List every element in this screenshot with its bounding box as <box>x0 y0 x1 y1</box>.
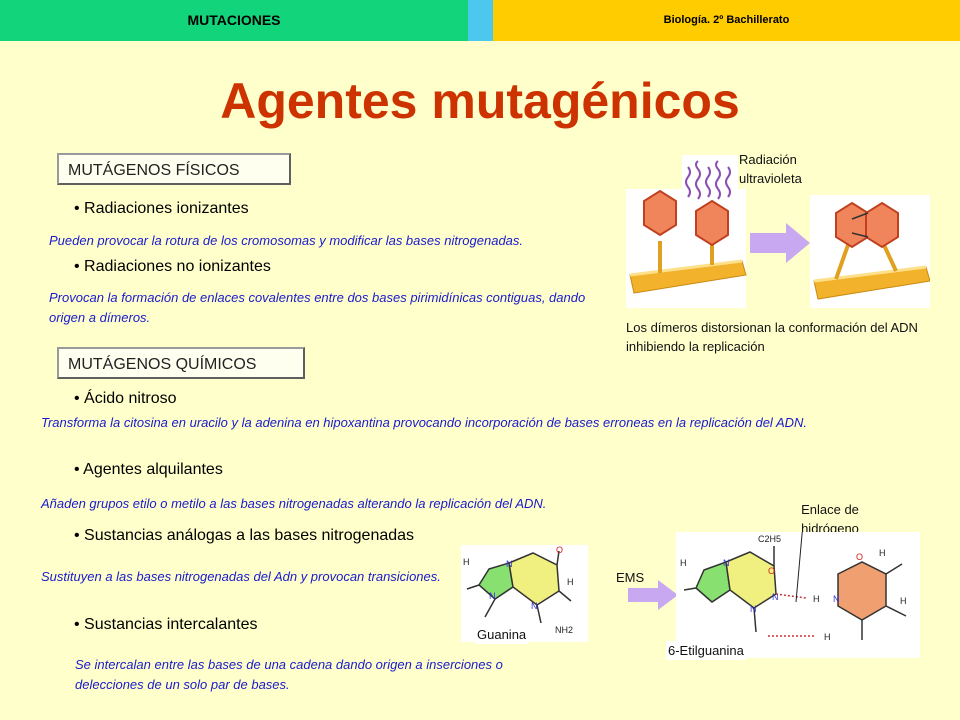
bullet-ionizing: • Radiaciones ionizantes <box>74 200 249 217</box>
bullet-nitrous-acid: • Ácido nitroso <box>74 390 177 407</box>
thymine-ring <box>837 561 887 621</box>
guanine-label: Guanina <box>475 625 529 644</box>
ethylguanine-figure: C2H5 O H N N N H H O N H H <box>676 532 920 658</box>
bullet-intercalating: • Sustancias intercalantes <box>74 616 258 633</box>
header-topic: MUTACIONES <box>187 12 281 28</box>
pyrimidine-left <box>643 189 677 237</box>
desc-ionizing: Pueden provocar la rotura de los cromoso… <box>49 233 524 248</box>
bullet-base-analogs: • Sustancias análogas a las bases nitrog… <box>74 527 415 544</box>
dimer-base-right <box>865 201 899 249</box>
page-title: Agentes mutagénicos <box>220 73 740 129</box>
desc-alkylating: Añaden grupos etilo o metilo a las bases… <box>41 496 547 511</box>
thymine-h-atom-2: H <box>900 596 907 606</box>
physical-mutagens-heading: MUTÁGENOS FÍSICOS <box>57 153 291 185</box>
bullet-non-ionizing: • Radiaciones no ionizantes <box>74 258 271 275</box>
thymine-h-atom: H <box>879 548 886 558</box>
desc-intercalating: Se intercalan entre las bases de una cad… <box>75 657 503 692</box>
desc-non-ionizing: Provocan la formación de enlaces covalen… <box>49 290 586 325</box>
ems-arrow <box>628 580 678 610</box>
header-topic-bar <box>0 0 468 41</box>
hbond-h-atom: H <box>813 594 820 604</box>
dna-backbone-before <box>629 259 747 294</box>
thymine-oxygen-atom: O <box>856 552 863 562</box>
desc-nitrous-acid: Transforma la citosina en uracilo y la a… <box>41 415 808 430</box>
uv-radiation-label: Radiación ultravioleta <box>739 152 802 186</box>
thymine-n-atom: N <box>833 594 840 604</box>
dimer-base-left <box>835 201 869 249</box>
guanine-h-atom: H <box>463 557 470 567</box>
guanine-n-atom-2: N <box>489 591 496 601</box>
ethylguanine-label: 6-Etilguanina <box>666 641 746 660</box>
ems-label: EMS <box>616 570 645 585</box>
transform-arrow <box>750 223 810 263</box>
desc-base-analogs: Sustituyen a las bases nitrogenadas del … <box>41 569 441 584</box>
ethylguanine-h-atom: H <box>680 558 687 568</box>
uv-wave-icon <box>685 160 731 200</box>
ethyl-oxygen-atom: O <box>768 566 775 576</box>
pyrimidine-right <box>695 199 729 247</box>
hbond-h-atom-2: H <box>824 632 831 642</box>
ethylguanine-n-atom-1: N <box>723 558 730 568</box>
guanine-nh2-group: NH2 <box>555 625 573 635</box>
ethylguanine-n-atom-3: N <box>750 604 757 614</box>
guanine-n-atom-3: N <box>531 601 538 611</box>
ethyl-group: C2H5 <box>758 534 781 544</box>
bullet-alkylating: • Agentes alquilantes <box>74 461 223 478</box>
uv-dimer-figure <box>626 153 931 308</box>
guanine-n-atom-1: N <box>506 559 513 569</box>
ethylguanine-n-atom-2: N <box>772 592 779 602</box>
chemical-mutagens-heading: MUTÁGENOS QUÍMICOS <box>57 347 305 379</box>
dimer-caption: Los dímeros distorsionan la conformación… <box>626 320 918 354</box>
guanine-h-atom-2: H <box>567 577 574 587</box>
header-course: Biología. 2º Bachillerato <box>663 14 790 26</box>
guanine-oxygen-atom: O <box>556 545 563 555</box>
header-divider <box>468 0 493 41</box>
header-course-bar <box>493 0 960 41</box>
